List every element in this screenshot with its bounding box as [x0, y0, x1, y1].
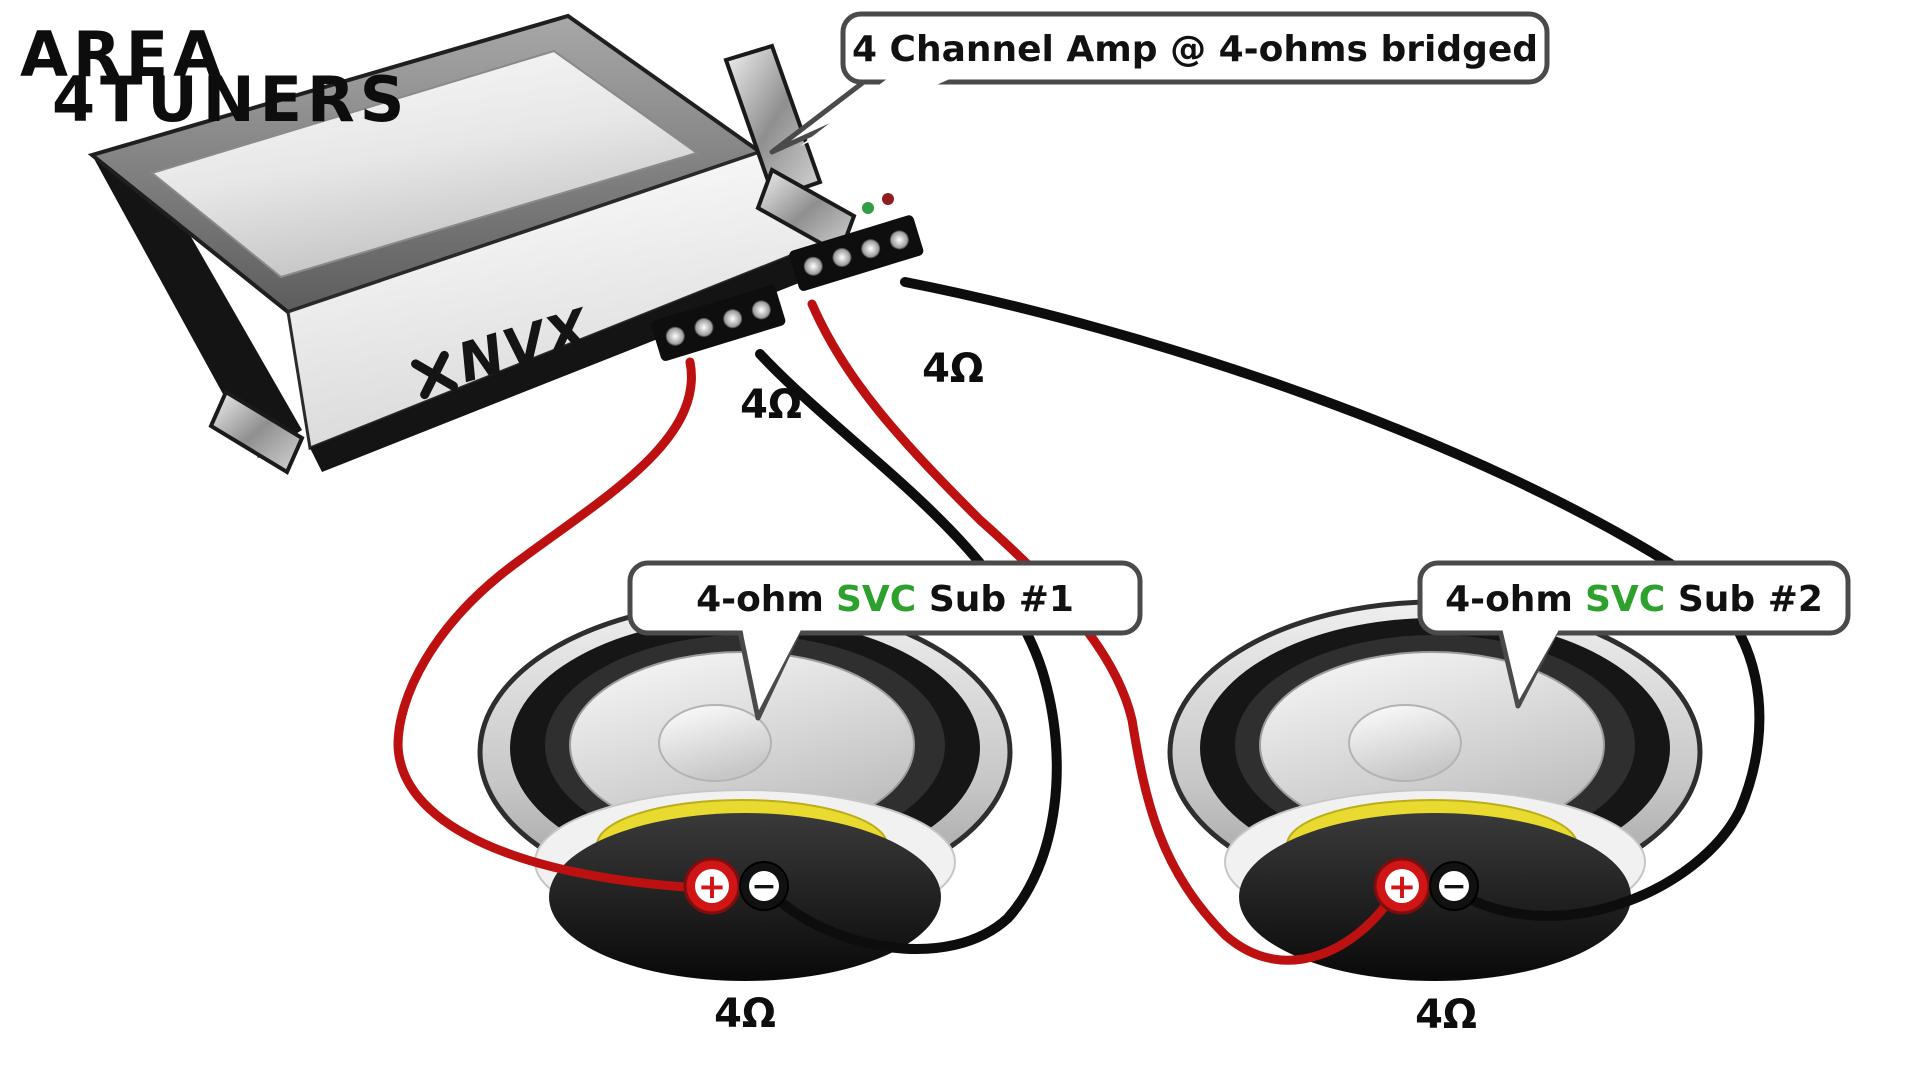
sub2-callout-ohm: 4-ohm: [1445, 579, 1573, 620]
sub2-terminals: + −: [1373, 857, 1479, 915]
amp-callout-tail-fill: [800, 78, 952, 146]
terminal-lug: [832, 247, 852, 267]
area4tuners-logo: AREA 4TUNERS: [20, 18, 409, 136]
sub2-callout-tail-fill: [1502, 628, 1560, 700]
minus-icon: −: [751, 869, 776, 904]
terminal-lug: [861, 239, 881, 259]
protect-led-icon: [882, 193, 894, 205]
amp-terminal-block-2: [789, 215, 924, 291]
positive-wire-sub1: [393, 357, 705, 893]
sub1-callout-name: Sub #1: [929, 579, 1074, 620]
terminal-lug: [889, 230, 909, 250]
terminal-lug: [694, 317, 714, 337]
positive-wire-sub2: [807, 299, 1401, 965]
sub1-positive-terminal-inner: [695, 869, 729, 903]
amp-left-foot: [208, 389, 305, 475]
amp-bottom-edge: [310, 236, 852, 472]
logo-line2: 4TUNERS: [52, 63, 409, 136]
amp-callout-text: 4 Channel Amp @ 4-ohms bridged: [852, 29, 1538, 70]
plus-icon: +: [1388, 867, 1417, 907]
sub1-callout-text: 4-ohm SVC Sub #1: [696, 579, 1074, 620]
sub2-callout-name: Sub #2: [1678, 579, 1823, 620]
sub2-callout-text: 4-ohm SVC Sub #2: [1445, 579, 1823, 620]
sub2-impedance-label: 4Ω: [1415, 992, 1477, 1038]
terminal-lug: [723, 309, 743, 329]
sub1-callout: 4-ohm SVC Sub #1: [627, 560, 1143, 721]
sub2-callout: 4-ohm SVC Sub #2: [1417, 560, 1851, 709]
amp-right-bracket: [723, 43, 823, 201]
amp-channel1-impedance-label: 4Ω: [740, 382, 802, 428]
sub-dust-cap: [658, 704, 772, 782]
amp-top-panel: [149, 49, 700, 279]
amp-callout: 4 Channel Amp @ 4-ohms bridged: [769, 11, 1550, 155]
sub1-impedance-label: 4Ω: [714, 991, 776, 1037]
sub2-callout-svc: SVC: [1585, 579, 1666, 620]
terminal-block-body: [789, 215, 924, 291]
nvx-x-logo-icon: [411, 350, 458, 400]
sub2-positive-terminal-inner: [1385, 869, 1419, 903]
sub1-callout-ohm: 4-ohm: [696, 579, 824, 620]
terminal-lug: [803, 256, 823, 276]
amp-left-side: [92, 141, 302, 458]
sub2-negative-terminal-inner: [1439, 871, 1469, 901]
plus-icon: +: [698, 867, 727, 907]
terminal-lug: [665, 326, 685, 346]
sub1-terminals: + −: [683, 857, 789, 915]
negative-wire-sub1: [755, 349, 1062, 954]
logo-line1: AREA: [20, 18, 226, 91]
power-led-icon: [862, 202, 874, 214]
amplifier: NVX: [87, 13, 924, 475]
sub1-callout-svc: SVC: [836, 579, 917, 620]
amp-terminal-block-1: [651, 285, 786, 361]
sub1-callout-bubble: [627, 560, 1143, 636]
sub2-callout-bubble: [1417, 560, 1851, 636]
amp-callout-bubble: [840, 11, 1550, 85]
terminal-block-body: [651, 285, 786, 361]
sub1-callout-tail-fill: [742, 628, 802, 710]
sub1-negative-terminal-inner: [749, 871, 779, 901]
minus-icon: −: [1441, 869, 1466, 904]
amp-channel2-impedance-label: 4Ω: [922, 346, 984, 392]
terminal-lug: [751, 300, 771, 320]
